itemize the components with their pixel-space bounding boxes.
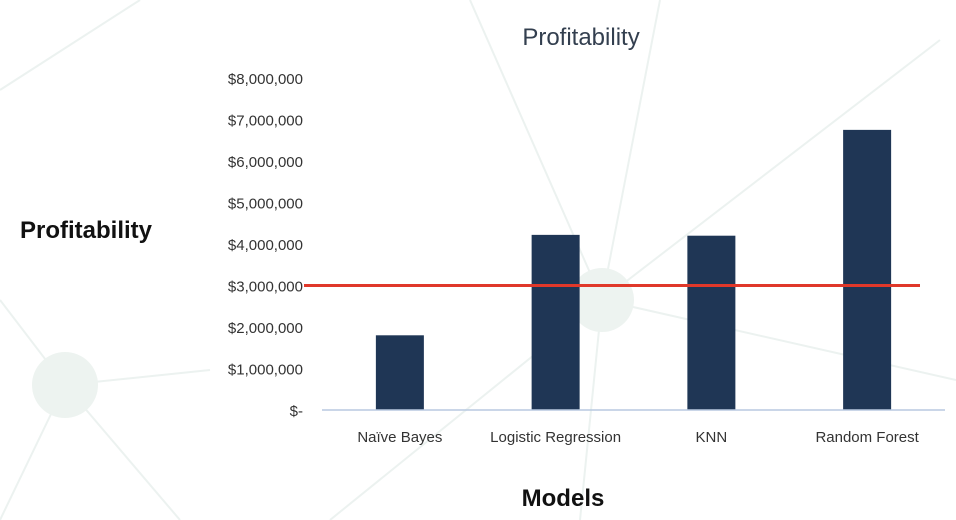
x-category-label: Naïve Bayes <box>357 429 442 446</box>
bar <box>531 234 580 410</box>
y-tick-label: $4,000,000 <box>228 237 303 254</box>
x-category-label: KNN <box>696 429 728 446</box>
chart-title: Profitability <box>522 24 639 51</box>
bar <box>375 335 424 410</box>
y-tick-label: $1,000,000 <box>228 362 303 379</box>
y-axis-label: Profitability <box>20 217 153 244</box>
bar <box>843 129 892 410</box>
x-axis-label: Models <box>522 485 605 512</box>
y-tick-label: $5,000,000 <box>228 196 303 213</box>
y-tick-label: $8,000,000 <box>228 71 303 88</box>
x-category-label: Random Forest <box>815 429 919 446</box>
y-tick-label: $- <box>290 403 303 420</box>
y-tick-label: $7,000,000 <box>228 113 303 130</box>
y-tick-label: $3,000,000 <box>228 279 303 296</box>
y-tick-label: $2,000,000 <box>228 320 303 337</box>
bar <box>687 235 736 410</box>
y-tick-label: $6,000,000 <box>228 154 303 171</box>
x-category-label: Logistic Regression <box>490 429 621 446</box>
